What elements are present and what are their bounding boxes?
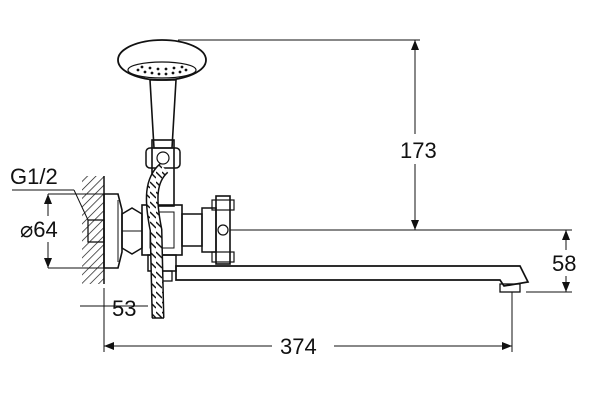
dimension-shower-height: 173 — [400, 138, 437, 163]
faucet-body — [121, 195, 235, 282]
dimension-arrows — [44, 40, 570, 350]
label-bg-173 — [390, 134, 446, 164]
shower-hose — [145, 163, 169, 319]
dimension-flange-diameter: ⌀64 — [20, 217, 58, 242]
dimension-spout-offset: 53 — [112, 296, 136, 321]
spout — [175, 265, 530, 293]
dimension-spout-drop: 58 — [552, 251, 576, 276]
label-bg-58 — [548, 250, 588, 276]
dimension-spout-length: 374 — [280, 334, 317, 359]
hand-shower — [117, 39, 207, 149]
label-bg-64 — [22, 216, 74, 242]
dimension-thread: G1/2 — [10, 164, 58, 189]
label-bg-374 — [272, 332, 334, 360]
